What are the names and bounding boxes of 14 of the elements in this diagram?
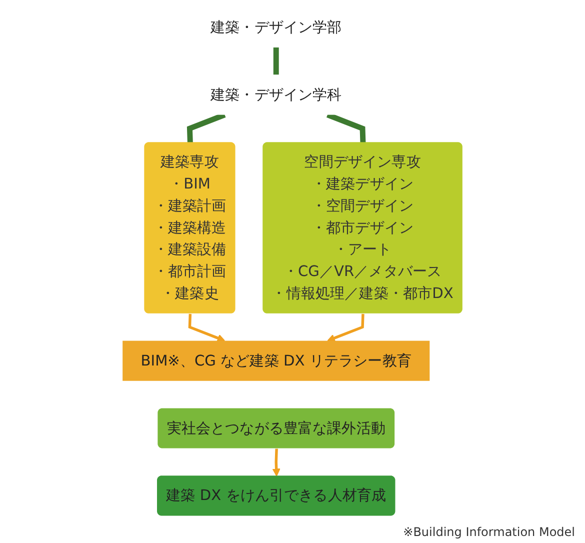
connector (186, 112, 226, 143)
arrow (188, 314, 226, 342)
node-text: 建築・デザイン学部 (210, 18, 342, 36)
arrow (272, 448, 280, 476)
node-box: 空間デザイン専攻 ・建築デザイン ・空間デザイン ・都市デザイン ・アート ・CG／VR／メタバース ・情報処理／建築・都市DX (262, 142, 462, 314)
node-box: 建築専攻 ・BIM ・建築計画 ・建築構造 ・建築設備 ・都市計画 ・建築史 (144, 142, 236, 314)
arrow (327, 314, 364, 342)
node-box: 建築 DX をけん引できる人材育成 (157, 476, 396, 516)
node-box: BIM※、CG など建築 DX リテラシー教育 (122, 340, 430, 381)
node-text: 建築・デザイン学科 (210, 86, 342, 103)
connector (273, 47, 279, 75)
footnote: ※Building Information Model (403, 525, 575, 539)
connector (326, 112, 366, 143)
node-box: 実社会とつながる豊富な課外活動 (158, 408, 395, 448)
